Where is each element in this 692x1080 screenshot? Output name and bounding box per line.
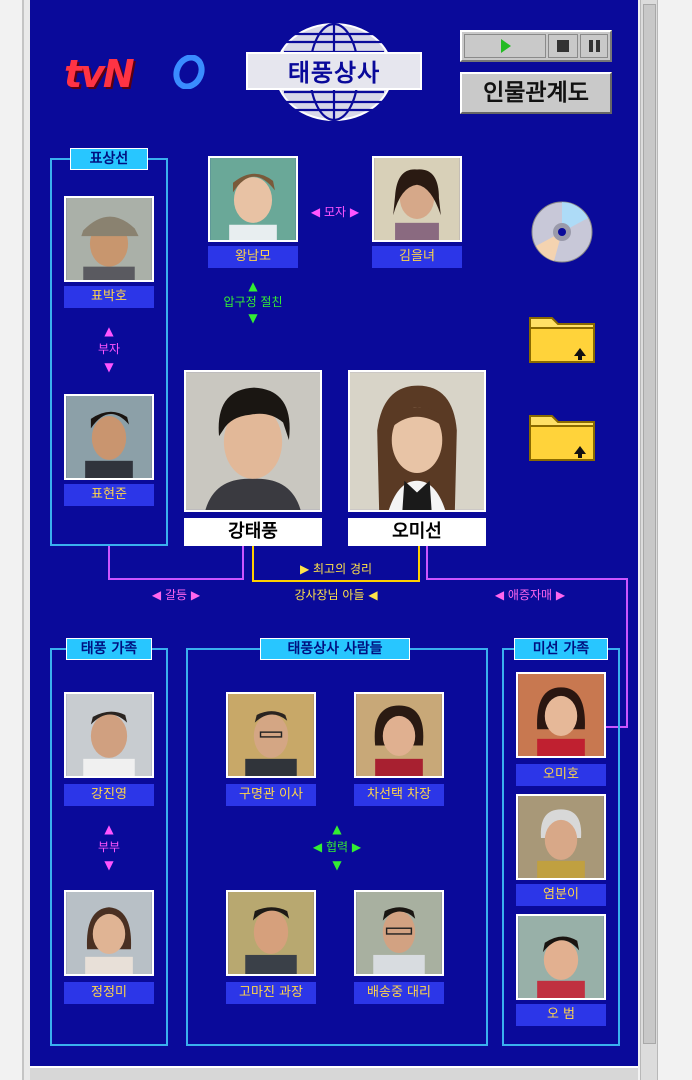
folder-icon[interactable] <box>528 410 596 462</box>
name-oh-beom: 오 범 <box>516 1004 606 1026</box>
name-gu-myeonggwan: 구명관 이사 <box>226 784 316 806</box>
relationship-chart-canvas: tvN 태풍상사 인물관계도 <box>30 0 638 1080</box>
connector-line <box>252 580 420 582</box>
pause-icon <box>589 40 600 52</box>
play-button[interactable] <box>464 34 546 58</box>
stop-icon <box>557 40 569 52</box>
swirl-icon <box>172 54 206 90</box>
connector-line <box>108 578 244 580</box>
portrait-go-majin[interactable] <box>226 890 316 976</box>
portrait-kim-eulnyeo[interactable] <box>372 156 462 242</box>
relation-best-manager: ▶ 최고의 경리 <box>299 562 373 576</box>
group-title-pyo: 표상선 <box>70 148 148 170</box>
name-go-majin: 고마진 과장 <box>226 982 316 1004</box>
portrait-pyo-bakho[interactable] <box>64 196 154 282</box>
name-jeong-jeongmi: 정정미 <box>64 982 154 1004</box>
tvn-logo: tvN <box>64 52 135 96</box>
vertical-scrollbar[interactable] <box>640 0 658 1080</box>
relation-chart-button[interactable]: 인물관계도 <box>460 72 612 114</box>
relation-conflict: ◀ 갈등 ▶ <box>151 588 201 602</box>
name-wang-nammo: 왕남모 <box>208 246 298 268</box>
name-kang-taepung: 강태풍 <box>184 518 322 546</box>
window-status-strip <box>30 1066 638 1080</box>
pause-button[interactable] <box>580 34 608 58</box>
portrait-pyo-hyeonjun[interactable] <box>64 394 154 480</box>
name-yeom-buni: 염분이 <box>516 884 606 906</box>
portrait-yeom-buni[interactable] <box>516 794 606 880</box>
group-title-company-people: 태풍상사 사람들 <box>260 638 410 660</box>
relation-apgujeong-friends: ▲압구정 절친▼ <box>223 279 283 325</box>
relation-father-son-pyo: ▲부자▼ <box>97 324 121 374</box>
connector-line <box>626 578 628 728</box>
portrait-cha-seontaek[interactable] <box>354 692 444 778</box>
portrait-oh-beom[interactable] <box>516 914 606 1000</box>
media-control-bar <box>460 30 612 62</box>
relation-ceo-son: 강사장님 아들 ◀ <box>294 588 378 602</box>
connector-line <box>426 578 628 580</box>
portrait-kang-taepung[interactable] <box>184 370 322 512</box>
group-title-taepung-family: 태풍 가족 <box>66 638 152 660</box>
portrait-oh-misun[interactable] <box>348 370 486 512</box>
window-frame-left <box>0 0 24 1080</box>
name-pyo-hyeonjun: 표현준 <box>64 484 154 506</box>
portrait-jeong-jeongmi[interactable] <box>64 890 154 976</box>
name-cha-seontaek: 차선택 차장 <box>354 784 444 806</box>
stop-button[interactable] <box>548 34 578 58</box>
cd-icon[interactable] <box>530 200 594 264</box>
group-title-misun-family: 미선 가족 <box>514 638 608 660</box>
play-icon <box>501 39 511 53</box>
connector-line <box>242 546 244 580</box>
relation-mother-son: ◀ 모자 ▶ <box>310 205 360 219</box>
portrait-kang-jinyeong[interactable] <box>64 692 154 778</box>
relation-love-hate-sisters: ◀ 애증자매 ▶ <box>494 588 566 602</box>
name-kim-eulnyeo: 김을녀 <box>372 246 462 268</box>
portrait-wang-nammo[interactable] <box>208 156 298 242</box>
name-bae-songjung: 배송중 대리 <box>354 982 444 1004</box>
name-oh-misun: 오미선 <box>348 518 486 546</box>
name-kang-jinyeong: 강진영 <box>64 784 154 806</box>
connector-line <box>426 546 428 580</box>
connector-line <box>418 546 420 582</box>
portrait-oh-miho[interactable] <box>516 672 606 758</box>
relation-couple: ▲부부▼ <box>97 822 121 872</box>
relation-cooperation: ▲◀ 협력 ▶▼ <box>312 822 362 872</box>
scrollbar-thumb[interactable] <box>643 4 656 1044</box>
name-oh-miho: 오미호 <box>516 764 606 786</box>
portrait-gu-myeonggwan[interactable] <box>226 692 316 778</box>
folder-icon[interactable] <box>528 312 596 364</box>
connector-line <box>108 546 110 580</box>
show-title-logo: 태풍상사 <box>246 52 422 90</box>
portrait-bae-songjung[interactable] <box>354 890 444 976</box>
name-pyo-bakho: 표박호 <box>64 286 154 308</box>
connector-line <box>252 546 254 582</box>
connector-line <box>604 726 628 728</box>
